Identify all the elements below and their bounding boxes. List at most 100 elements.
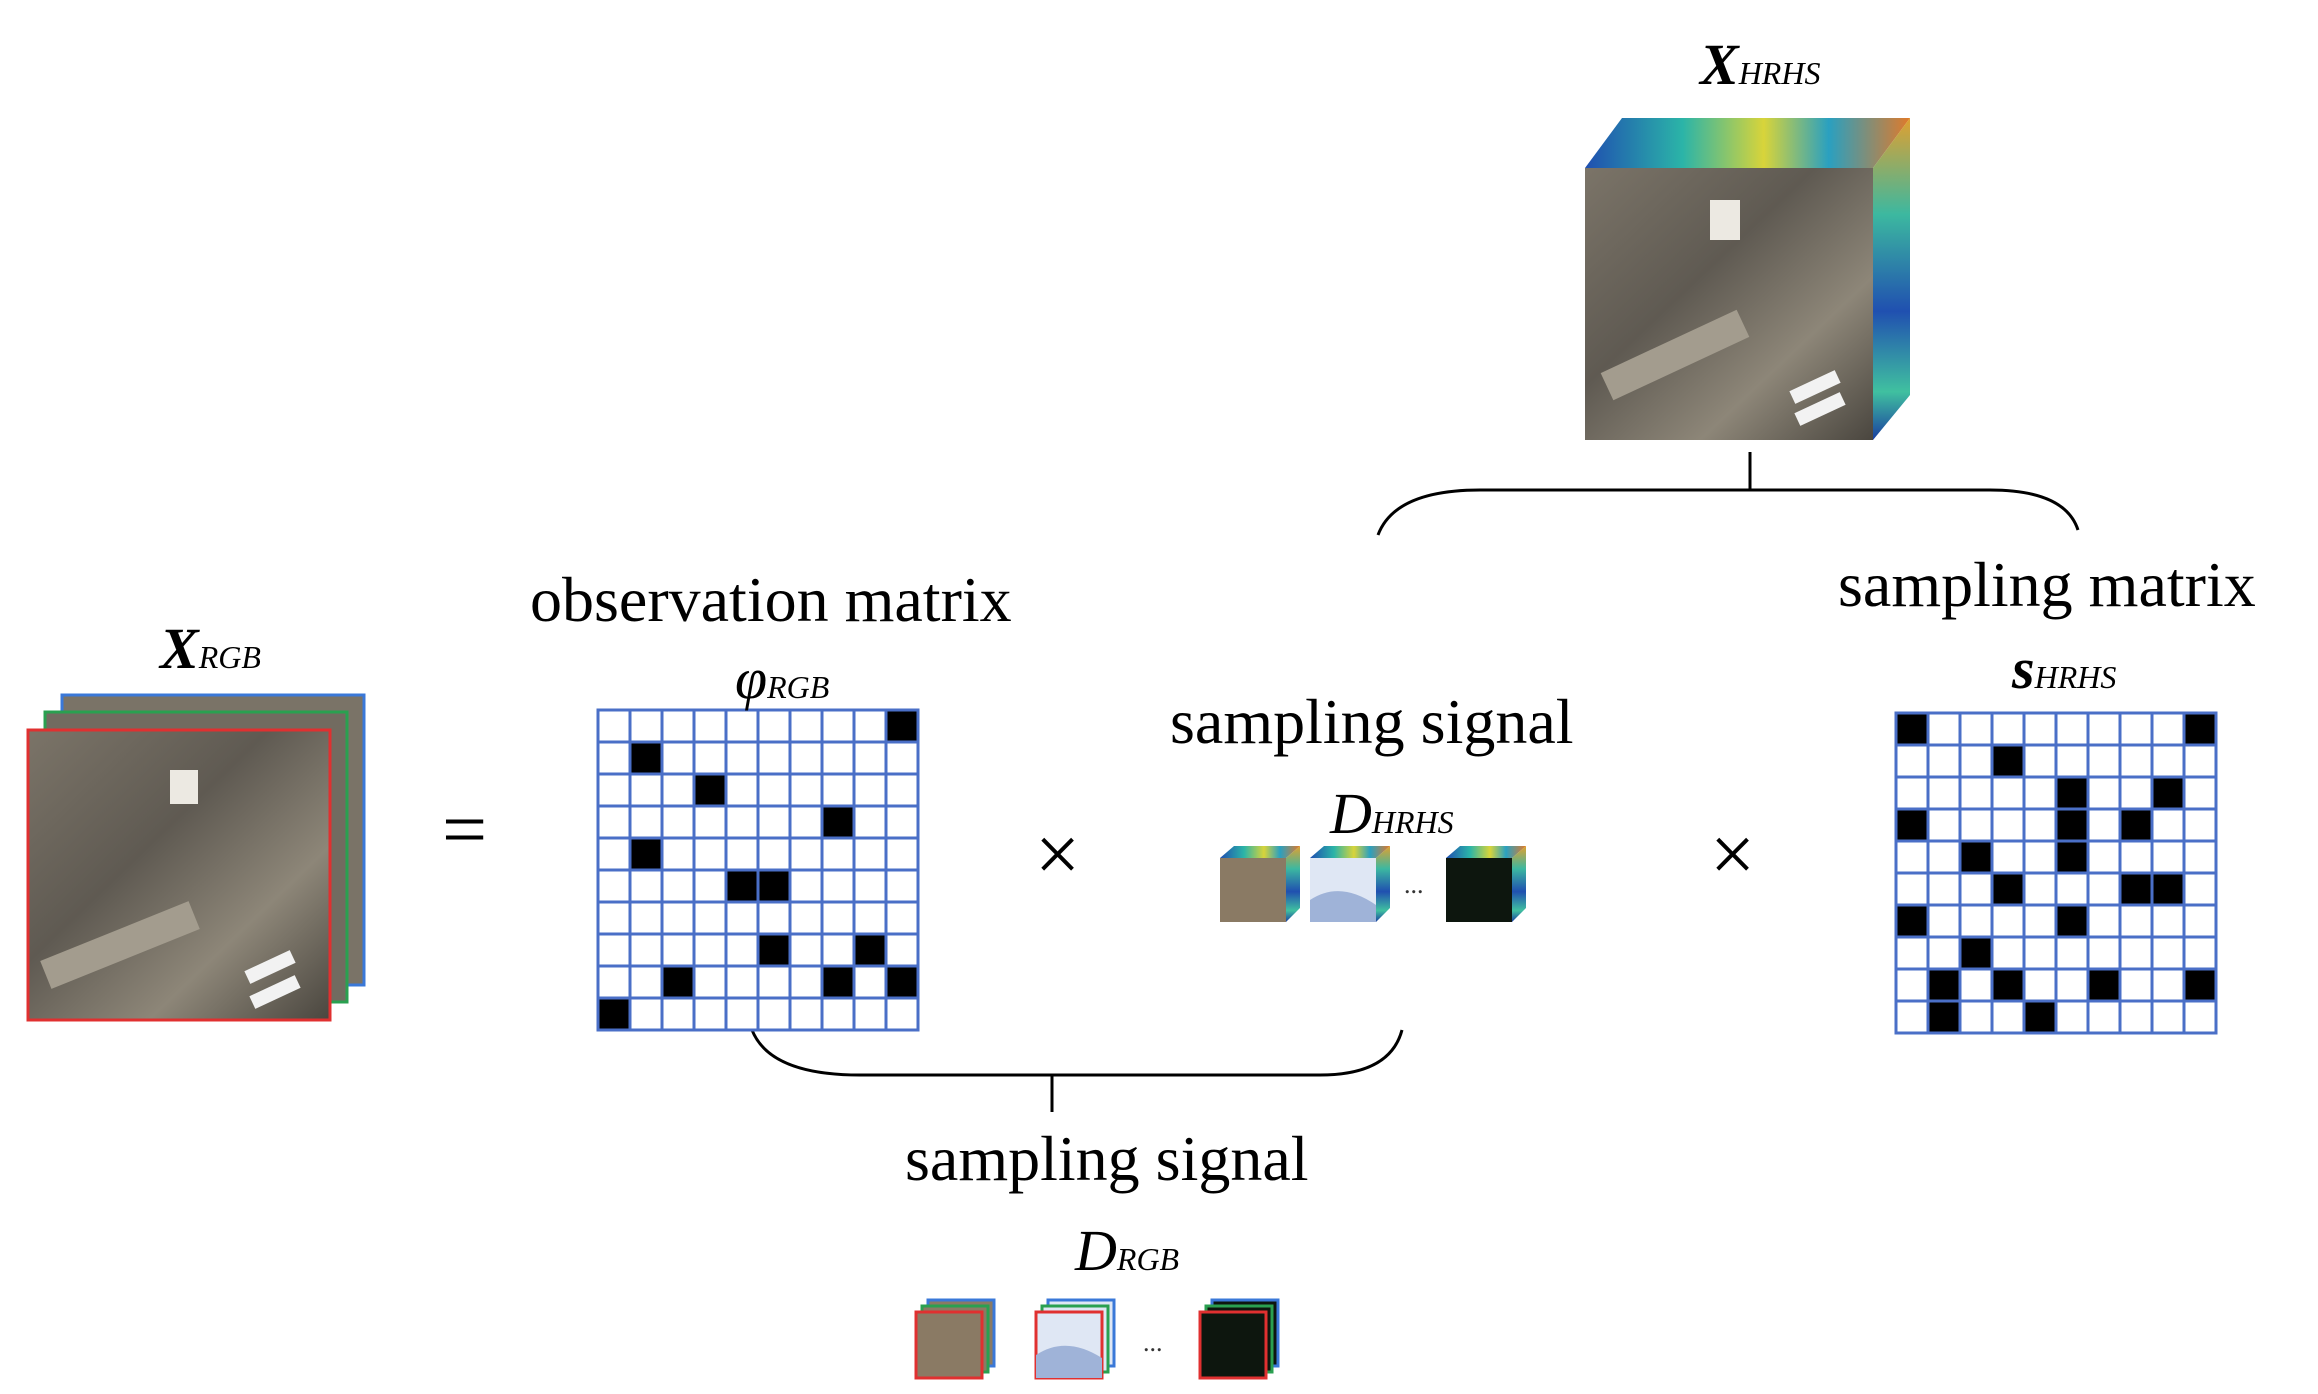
- s-hrhs-matrix-cell: [2150, 839, 2186, 875]
- s-hrhs-matrix-cell: [1926, 711, 1962, 747]
- s-hrhs-matrix-cell: [1958, 967, 1994, 1003]
- s-hrhs-matrix-cell: [2086, 743, 2122, 779]
- s-hrhs-matrix-cell: [2054, 935, 2090, 971]
- phi-rgb-matrix-cell: [788, 836, 824, 872]
- phi-rgb-label: φRGB: [735, 646, 830, 711]
- cube-top-face: [1585, 118, 1910, 168]
- s-hrhs-matrix-cell: [1958, 711, 1994, 747]
- rgb-tiles: [914, 1298, 1280, 1380]
- s-hrhs-matrix-filled-cell: [2022, 999, 2058, 1035]
- sampling-signal-top-caption: sampling signal: [1170, 686, 1574, 757]
- s-hrhs-matrix-filled-cell: [2150, 871, 2186, 907]
- phi-rgb-matrix-cell: [820, 996, 856, 1032]
- s-hrhs-matrix-cell: [1990, 999, 2026, 1035]
- rgb-stack: [26, 693, 366, 1022]
- s-hrhs-matrix-filled-cell: [2150, 775, 2186, 811]
- phi-rgb-matrix-cell: [692, 996, 728, 1032]
- phi-rgb-matrix-cell: [884, 932, 920, 968]
- s-hrhs-matrix-cell: [2182, 935, 2218, 971]
- s-hrhs-matrix-cell: [2022, 935, 2058, 971]
- phi-rgb-matrix-cell: [820, 708, 856, 744]
- s-hrhs-matrix-cell: [1990, 807, 2026, 843]
- s-hrhs-matrix-cell: [2150, 711, 2186, 747]
- phi-rgb-matrix-cell: [788, 900, 824, 936]
- s-hrhs-matrix-filled-cell: [1926, 999, 1962, 1035]
- phi-rgb-matrix-cell: [756, 804, 792, 840]
- rgb-photo-hangar-2: [249, 975, 301, 1009]
- s-hrhs-matrix-cell: [1990, 935, 2026, 971]
- s-hrhs-matrix-filled-cell: [2182, 967, 2218, 1003]
- s-hrhs-matrix-cell: [2086, 903, 2122, 939]
- phi-rgb-matrix-cell: [692, 964, 728, 1000]
- hrhs-tile-3: [1446, 846, 1526, 922]
- s-hrhs-label: sHRHS: [2012, 636, 2117, 701]
- phi-rgb-matrix-cell: [756, 740, 792, 776]
- s-hrhs-matrix-cell: [1990, 711, 2026, 747]
- phi-rgb-matrix-cell: [692, 868, 728, 904]
- rgb-photo-hangar-1: [244, 950, 296, 984]
- phi-rgb-matrix-cell: [660, 836, 696, 872]
- phi-rgb-matrix-filled-cell: [628, 836, 664, 872]
- observation-matrix-caption: observation matrix: [530, 564, 1012, 635]
- phi-rgb-matrix: [596, 708, 920, 1032]
- s-hrhs-matrix-cell: [1926, 839, 1962, 875]
- phi-rgb-matrix-cell: [660, 708, 696, 744]
- s-hrhs-matrix-filled-cell: [1990, 871, 2026, 907]
- rgb-tile-1: [914, 1298, 996, 1380]
- phi-rgb-matrix-cell: [660, 932, 696, 968]
- s-hrhs-matrix-cell: [2118, 935, 2154, 971]
- phi-rgb-matrix-cell: [884, 836, 920, 872]
- phi-rgb-matrix-cell: [628, 900, 664, 936]
- phi-rgb-matrix-cell: [628, 804, 664, 840]
- s-hrhs-matrix-filled-cell: [1926, 967, 1962, 1003]
- s-hrhs-matrix-cell: [1926, 903, 1962, 939]
- s-hrhs-matrix-cell: [2182, 807, 2218, 843]
- phi-rgb-matrix-cell: [660, 772, 696, 808]
- s-hrhs-matrix-cell: [2086, 775, 2122, 811]
- s-hrhs-matrix-cell: [1926, 871, 1962, 907]
- s-hrhs-matrix-cell: [2086, 839, 2122, 875]
- s-hrhs-matrix-cell: [2054, 711, 2090, 747]
- s-hrhs-matrix: [1894, 711, 2218, 1035]
- phi-rgb-matrix-cell: [820, 772, 856, 808]
- s-hrhs-matrix-cell: [1894, 839, 1930, 875]
- s-hrhs-matrix-cell: [1894, 743, 1930, 779]
- s-hrhs-matrix-cell: [2150, 935, 2186, 971]
- phi-rgb-matrix-cell: [852, 868, 888, 904]
- s-hrhs-matrix-cell: [2118, 775, 2154, 811]
- phi-rgb-matrix-cell: [884, 996, 920, 1032]
- s-hrhs-matrix-cell: [1990, 839, 2026, 875]
- s-hrhs-matrix-filled-cell: [1958, 935, 1994, 971]
- s-hrhs-matrix-cell: [2086, 935, 2122, 971]
- phi-rgb-matrix-filled-cell: [884, 964, 920, 1000]
- bottom-brace: [750, 1029, 1404, 1077]
- s-hrhs-matrix-cell: [2182, 839, 2218, 875]
- multiply-sign-1: ×: [1035, 811, 1081, 899]
- phi-rgb-matrix-cell: [724, 996, 760, 1032]
- s-hrhs-matrix-cell: [2022, 839, 2058, 875]
- sampling-signal-bottom-caption: sampling signal: [905, 1123, 1309, 1194]
- rgb-photo-building: [170, 770, 198, 804]
- phi-rgb-matrix-cell: [692, 708, 728, 744]
- phi-rgb-matrix-cell: [596, 740, 632, 776]
- phi-rgb-matrix-cell: [692, 900, 728, 936]
- phi-rgb-matrix-cell: [788, 804, 824, 840]
- s-hrhs-matrix-cell: [2118, 711, 2154, 747]
- s-hrhs-matrix-cell: [2086, 999, 2122, 1035]
- s-hrhs-matrix-cell: [2118, 743, 2154, 779]
- phi-rgb-matrix-cell: [660, 740, 696, 776]
- s-hrhs-matrix-cell: [2022, 903, 2058, 939]
- s-hrhs-matrix-cell: [2150, 743, 2186, 779]
- hrhs-cube: [1585, 118, 1910, 440]
- phi-rgb-matrix-cell: [788, 740, 824, 776]
- x-rgb-label: XRGB: [160, 616, 261, 681]
- s-hrhs-matrix-filled-cell: [2182, 711, 2218, 747]
- phi-rgb-matrix-cell: [628, 932, 664, 968]
- s-hrhs-matrix-cell: [2022, 871, 2058, 907]
- s-hrhs-matrix-cell: [2118, 903, 2154, 939]
- phi-rgb-matrix-filled-cell: [756, 932, 792, 968]
- phi-rgb-matrix-cell: [596, 900, 632, 936]
- phi-rgb-matrix-cell: [852, 772, 888, 808]
- cube-front-hangar-2: [1794, 392, 1846, 426]
- multiply-sign-2: ×: [1710, 811, 1756, 899]
